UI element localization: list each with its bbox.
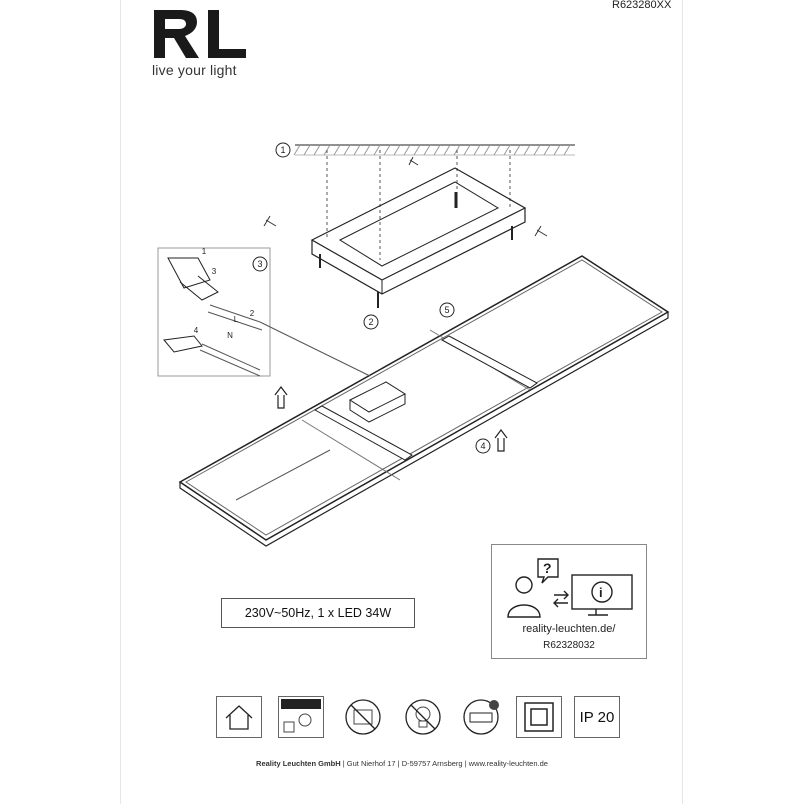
ceiling xyxy=(293,144,575,156)
support-url: reality-leuchten.de/ xyxy=(522,623,616,635)
svg-text:?: ? xyxy=(543,560,552,576)
inset-number-3: 3 xyxy=(212,267,217,276)
no-bulb-replace-icon xyxy=(405,699,441,735)
step-3-label: 3 xyxy=(257,259,262,269)
tagline: live your light xyxy=(152,62,237,78)
footer-company: Reality Leuchten GmbH xyxy=(256,759,341,768)
electrical-spec: 230V~50Hz, 1 x LED 34W xyxy=(221,598,415,628)
svg-text:i: i xyxy=(599,585,603,600)
room-lighting-icon xyxy=(278,696,324,738)
step-1-label: 1 xyxy=(280,145,285,155)
support-pictogram: ? i xyxy=(507,558,633,618)
inset-number-1: 1 xyxy=(202,247,207,256)
document-number: R623280XX xyxy=(612,0,672,11)
indoor-use-icon xyxy=(216,696,262,738)
step-2-label: 2 xyxy=(368,317,373,327)
footer-city: D-59757 Arnsberg xyxy=(401,759,463,768)
wire-label-n: N xyxy=(227,331,233,340)
ip-rating-badge: IP 20 xyxy=(574,696,620,738)
rl-logo xyxy=(154,10,246,58)
no-wire-cover-icon xyxy=(345,699,381,735)
wire-label-l: L xyxy=(234,315,239,324)
page-edge-left xyxy=(120,0,121,804)
step-5-label: 5 xyxy=(444,305,449,315)
monitor-icon xyxy=(571,574,633,610)
person-icon xyxy=(515,576,533,594)
support-info-box: ? i reality-leuchten.de/ R62328032 xyxy=(491,544,647,659)
step-4-label: 4 xyxy=(480,441,485,451)
support-code: R62328032 xyxy=(543,640,595,651)
footer: Reality Leuchten GmbH | Gut Nierhof 17 |… xyxy=(256,759,548,768)
inset-number-2: 2 xyxy=(250,309,255,318)
page-edge-right xyxy=(682,0,683,804)
driver-replace-icon xyxy=(463,699,499,735)
assembly-drawing: 1 2 3 4 5 L N 1 2 3 4 xyxy=(157,142,670,547)
protection-class-icon xyxy=(516,696,562,738)
footer-website[interactable]: www.reality-leuchten.de xyxy=(468,759,548,768)
inset-number-4: 4 xyxy=(194,326,199,335)
footer-address: Gut Nierhof 17 xyxy=(346,759,396,768)
